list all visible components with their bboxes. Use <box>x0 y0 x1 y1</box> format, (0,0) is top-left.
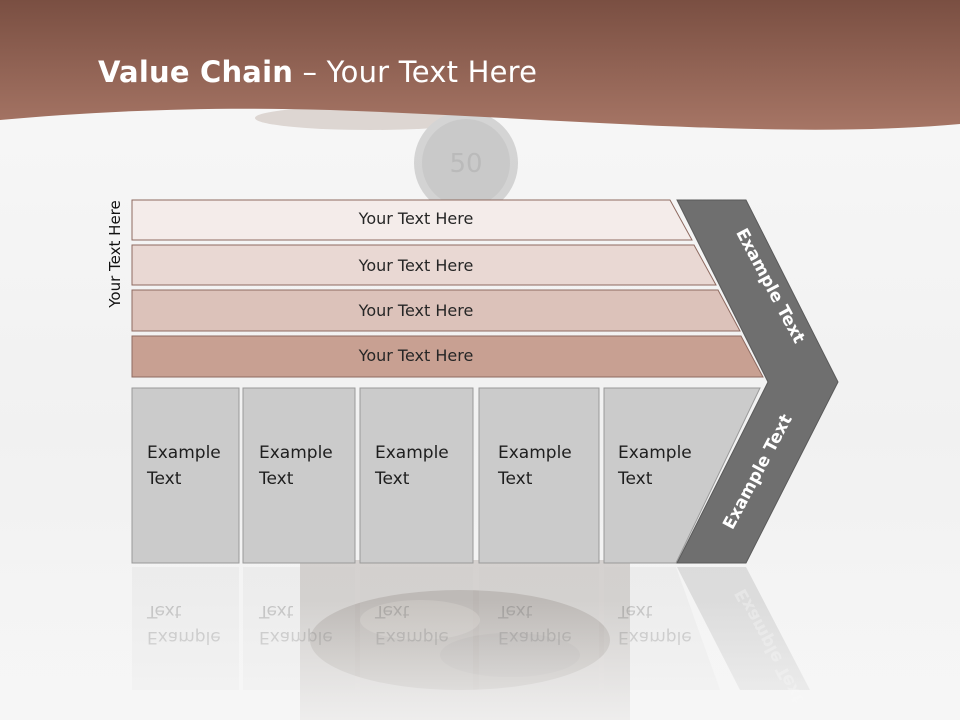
chevron-arrow <box>676 199 839 564</box>
bar-4 <box>131 335 764 378</box>
column-5: Example Text <box>604 388 724 563</box>
bar-label-1: Your Text Here <box>358 209 474 228</box>
bars-group <box>131 199 764 378</box>
bar-2 <box>131 244 717 286</box>
column-box-1 <box>131 387 240 564</box>
header-band <box>0 0 960 130</box>
bar-3 <box>131 289 741 332</box>
bar-label-2: Your Text Here <box>358 256 474 275</box>
column-1: Example Text <box>133 388 238 563</box>
title-bold: Value Chain <box>98 55 294 89</box>
column-label-5: Example Text <box>618 443 692 489</box>
column-label-3: Example Text <box>375 443 449 489</box>
column-label-4: Example Text <box>498 443 572 489</box>
column-2: Example Text <box>245 388 355 563</box>
slide-title: Value Chain – Your Text Here <box>98 55 537 89</box>
column-label-2: Example Text <box>259 443 333 489</box>
bottom-fade <box>0 600 960 720</box>
bar-1 <box>131 199 693 241</box>
column-box-4 <box>478 387 600 564</box>
title-rest: – Your Text Here <box>293 55 538 89</box>
column-4: Example Text <box>484 388 599 563</box>
svg-text:50: 50 <box>449 149 482 179</box>
column-label-1: Example Text <box>147 443 221 489</box>
column-3: Example Text <box>361 388 473 563</box>
column-box-5 <box>603 387 761 564</box>
bar-label-4: Your Text Here <box>358 346 474 365</box>
column-box-2 <box>242 387 356 564</box>
column-box-3 <box>359 387 474 564</box>
bar-label-3: Your Text Here <box>358 301 474 320</box>
